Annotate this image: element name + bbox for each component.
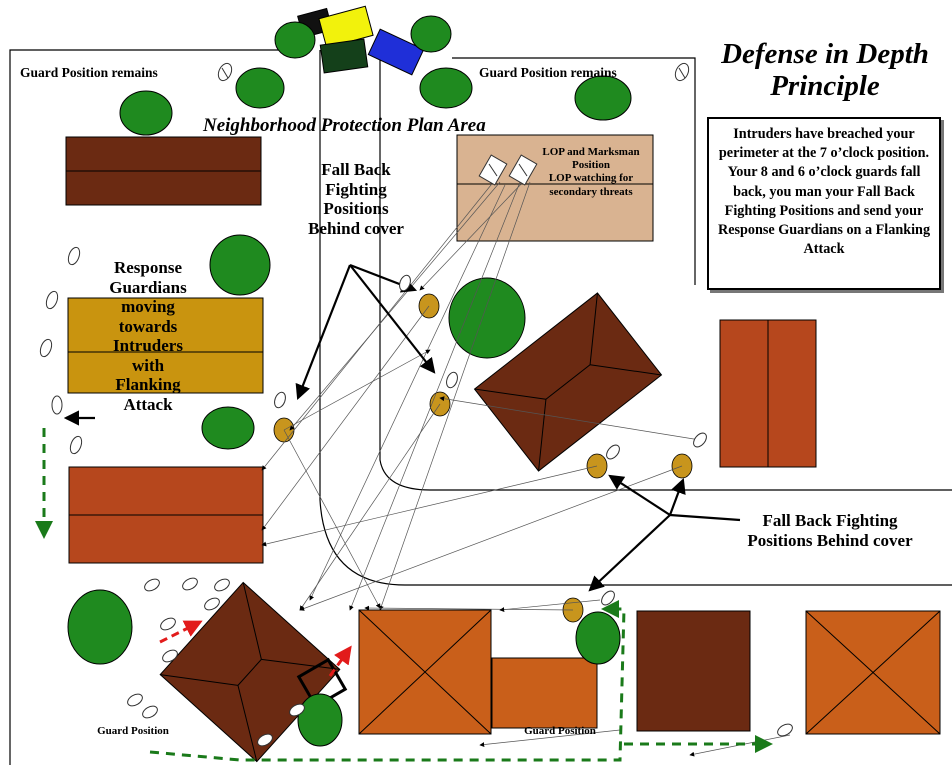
tree	[119, 90, 173, 136]
house-orange-square-2	[805, 610, 941, 735]
perimeter-north-east	[452, 57, 696, 285]
lop-line-1: LOP and Marksman Position	[542, 146, 640, 172]
house-orange-left	[68, 466, 264, 564]
guard-remains-left-label: Guard Position remains	[20, 65, 158, 80]
house-top-left	[65, 136, 262, 206]
tree	[67, 589, 133, 665]
tree	[575, 611, 621, 665]
fall-back-right-label: Fall Back Fighting Positions Behind cove…	[747, 511, 913, 550]
tree	[209, 234, 271, 296]
response-guardians-label: Response Guardians moving towards Intrud…	[109, 258, 187, 414]
street-south-curb	[319, 60, 952, 586]
response-arrows	[159, 620, 352, 677]
tree	[297, 693, 343, 747]
guard-remains-right-label: Guard Position remains	[479, 65, 617, 80]
fire-lines	[261, 179, 791, 757]
lop-label: LOP and Marksman Position LOP watching f…	[528, 146, 654, 199]
tree	[201, 406, 255, 450]
street-north-curb	[379, 60, 952, 491]
fall-back-top-label: Fall Back Fighting Positions Behind cove…	[308, 160, 404, 238]
parked-cars	[297, 5, 425, 76]
diagram-title: Defense in Depth Principle	[700, 38, 950, 103]
house-orange-square-1	[358, 609, 492, 735]
tree	[419, 67, 473, 109]
tree	[574, 75, 632, 121]
tree	[410, 15, 452, 53]
area-title: Neighborhood Protection Plan Area	[203, 115, 486, 136]
lop-line-2: LOP watching for secondary threats	[548, 172, 634, 198]
house-right-tall	[719, 319, 817, 468]
house-diamond-mid	[473, 292, 663, 472]
people	[39, 62, 793, 747]
title-line-2: Principle	[770, 70, 880, 103]
house-annex	[491, 657, 598, 729]
title-line-1: Defense in Depth	[721, 38, 929, 70]
guard-routes	[35, 428, 773, 762]
perimeter-west	[9, 49, 300, 765]
scenario-box: Intruders have breached your perimeter a…	[707, 117, 941, 290]
tree	[448, 277, 526, 359]
guard-retreats-mid-label: Guard Position retreats	[524, 725, 596, 741]
house-lop	[456, 134, 654, 242]
tree	[274, 21, 316, 59]
streets	[9, 49, 952, 765]
trees	[67, 15, 632, 747]
tree	[235, 67, 285, 109]
houses	[65, 134, 941, 763]
house-dark-square	[636, 610, 751, 732]
guard-retreats-left-label: Guard Position retreats	[97, 725, 169, 741]
house-gold	[67, 297, 264, 394]
